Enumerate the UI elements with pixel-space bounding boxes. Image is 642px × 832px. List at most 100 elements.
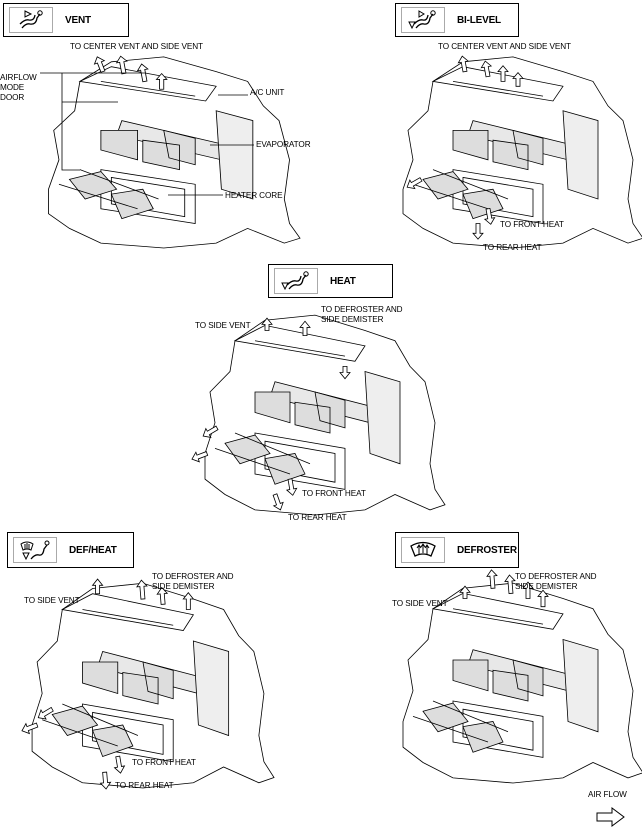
label-front-heat: TO FRONT HEAT [302,489,366,498]
label-defroster-2: SIDE DEMISTER [515,582,578,591]
airflow-mode-doors [82,661,174,705]
mode-box-defroster: DEFROSTER [395,532,519,568]
door-axles [412,169,509,210]
label-heater-core: HEATER CORE [225,191,283,200]
label-defroster-2: SIDE DEMISTER [152,582,215,591]
duct-top [431,66,564,102]
airflow-arrow [537,589,549,608]
airflow-arrow [457,55,470,73]
airflow-arrow [202,425,219,438]
airflow-arrow [486,569,498,589]
airflow-arrow [113,755,126,774]
label-evaporator: EVAPORATOR [256,140,311,149]
airflow-arrow [91,578,104,595]
mode-title: HEAT [330,275,356,287]
airflow-mode-doors [100,129,196,171]
label-door-3: DOOR [0,93,25,102]
ac-unit-diagram-def-heat [21,578,275,790]
defroster-mode-icon [401,537,445,563]
airflow-mode-doors [452,659,544,702]
mode-box-bi-level: BI-LEVEL [395,3,519,37]
airflow-arrow [299,320,311,337]
airflow-arrow [156,586,169,605]
ac-unit-diagram-vent [38,52,301,249]
airflow-arrow [155,72,168,90]
label-door-2: MODE [0,83,25,92]
leader-lines-vent [40,72,254,196]
legend-airflow-label: AIR FLOW [588,790,627,799]
mode-box-heat: HEAT [268,264,393,298]
evaporator [192,640,230,737]
door-axles [412,700,509,743]
airflow-arrow [93,56,106,73]
unit-drawing [191,314,446,516]
unit-drawing [48,55,301,249]
label-front-heat: TO FRONT HEAT [132,758,196,767]
airflow-arrow [459,585,471,599]
airflow-arrow [99,771,112,790]
label-outlet: TO CENTER VENT AND SIDE VENT [438,42,571,51]
door-axles [58,169,159,210]
mode-title: BI-LEVEL [457,14,501,26]
label-rear-heat: TO REAR HEAT [288,513,347,522]
heat-mode-icon [274,268,318,294]
airflow-arrow [272,493,284,511]
label-side-vent: TO SIDE VENT [195,321,251,330]
duct-top [61,593,195,631]
airflow-arrow [497,65,509,82]
label-defroster-1: TO DEFROSTER AND [515,572,597,581]
label-outlet: TO CENTER VENT AND SIDE VENT [70,42,203,51]
airflow-arrow [480,60,493,78]
airflow-arrow [512,71,524,87]
airflow-arrow [115,55,128,75]
unit-drawing [21,578,275,790]
airflow-arrow [472,223,484,240]
label-rear-heat: TO REAR HEAT [483,243,542,252]
label-door-1: AIRFLOW [0,73,37,82]
airflow-arrow [182,592,195,610]
label-rear-heat: TO REAR HEAT [115,781,174,790]
airflow-arrow [285,478,298,496]
airflow-arrow [504,574,516,594]
evaporator [364,370,401,465]
ac-unit-diagram-heat [191,310,446,516]
airflow-arrow [339,365,351,380]
mode-box-vent: VENT [3,3,129,37]
mode-box-def-heat: DEF/HEAT [7,532,134,568]
label-ac-unit: A/C UNIT [250,88,285,97]
duct-top [431,592,564,630]
ac-unit-diagram-bi-level [393,52,642,249]
unit-drawing [402,55,642,249]
mode-title: VENT [65,14,91,26]
vent-mode-icon [9,7,53,33]
airflow-arrow [191,451,209,463]
label-defroster-1: TO DEFROSTER AND [321,305,403,314]
airflow-mode-doors [452,129,544,171]
evaporator [562,110,599,200]
airflow-mode-doors [254,391,346,434]
airflow-arrow [483,208,496,225]
mode-title: DEF/HEAT [69,544,117,556]
airflow-arrow [21,722,39,735]
duct-top [233,324,366,362]
airflow-arrow [136,579,148,600]
door-axles [214,432,311,475]
label-defroster-2: SIDE DEMISTER [321,315,384,324]
label-side-vent: TO SIDE VENT [392,599,448,608]
unit-drawing [402,569,642,784]
label-front-heat: TO FRONT HEAT [500,220,564,229]
airflow-arrow [261,317,273,331]
mode-title: DEFROSTER [457,544,517,556]
def-heat-mode-icon [13,537,57,563]
airflow-arrow [37,706,54,720]
airflow-arrow [522,581,534,599]
airflow-arrow-icon [596,807,625,827]
door-axles [42,703,139,747]
evaporator [215,110,254,200]
label-defroster-1: TO DEFROSTER AND [152,572,234,581]
evaporator [562,638,599,733]
ac-unit-diagram-defroster [393,569,642,784]
airflow-arrow [406,177,423,190]
label-side-vent: TO SIDE VENT [24,596,80,605]
bi-level-mode-icon [401,7,445,33]
